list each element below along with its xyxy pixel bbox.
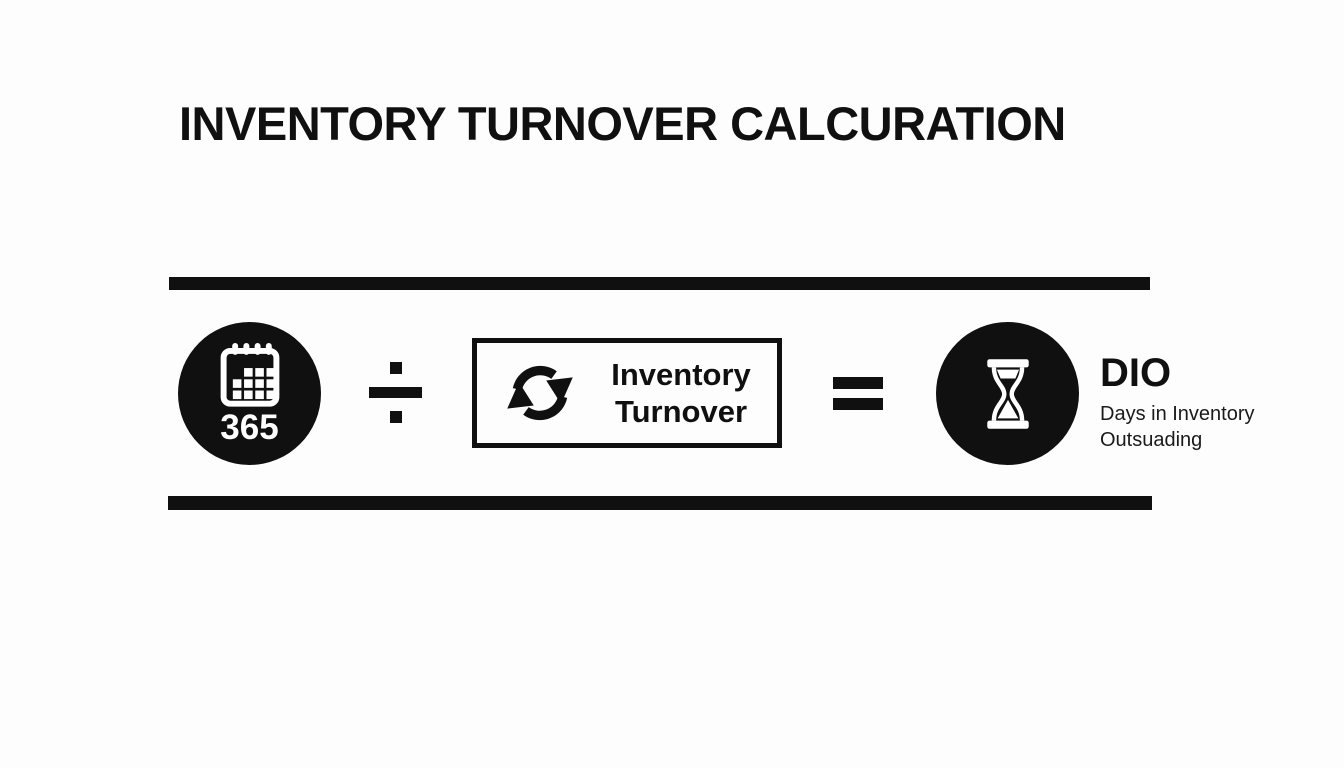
bottom-divider-rule xyxy=(168,496,1152,510)
equals-bar-top xyxy=(833,377,883,389)
inventory-turnover-box: Inventory Turnover xyxy=(472,338,782,448)
top-divider-rule xyxy=(169,277,1150,290)
dio-badge xyxy=(936,322,1079,465)
sync-arrows-icon xyxy=(501,354,579,432)
calendar-icon xyxy=(217,342,283,407)
dio-abbreviation: DIO xyxy=(1100,351,1172,395)
days-per-year-value: 365 xyxy=(220,407,279,447)
dio-description: Days in Inventory Outsuading xyxy=(1100,403,1255,451)
days-per-year-badge: 365 xyxy=(178,322,321,465)
divide-operator xyxy=(369,362,422,423)
divide-dot-bottom xyxy=(389,411,402,423)
equals-operator xyxy=(833,377,883,410)
hourglass-icon xyxy=(982,357,1034,431)
page-title: INVENTORY TURNOVER CALCURATION xyxy=(179,97,1066,150)
equals-bar-bottom xyxy=(833,398,883,410)
divide-bar xyxy=(369,387,422,398)
divide-dot-top xyxy=(389,362,402,374)
dio-result-text: DIO Days in Inventory Outsuading xyxy=(1100,352,1285,453)
inventory-turnover-label: Inventory Turnover xyxy=(611,357,751,429)
